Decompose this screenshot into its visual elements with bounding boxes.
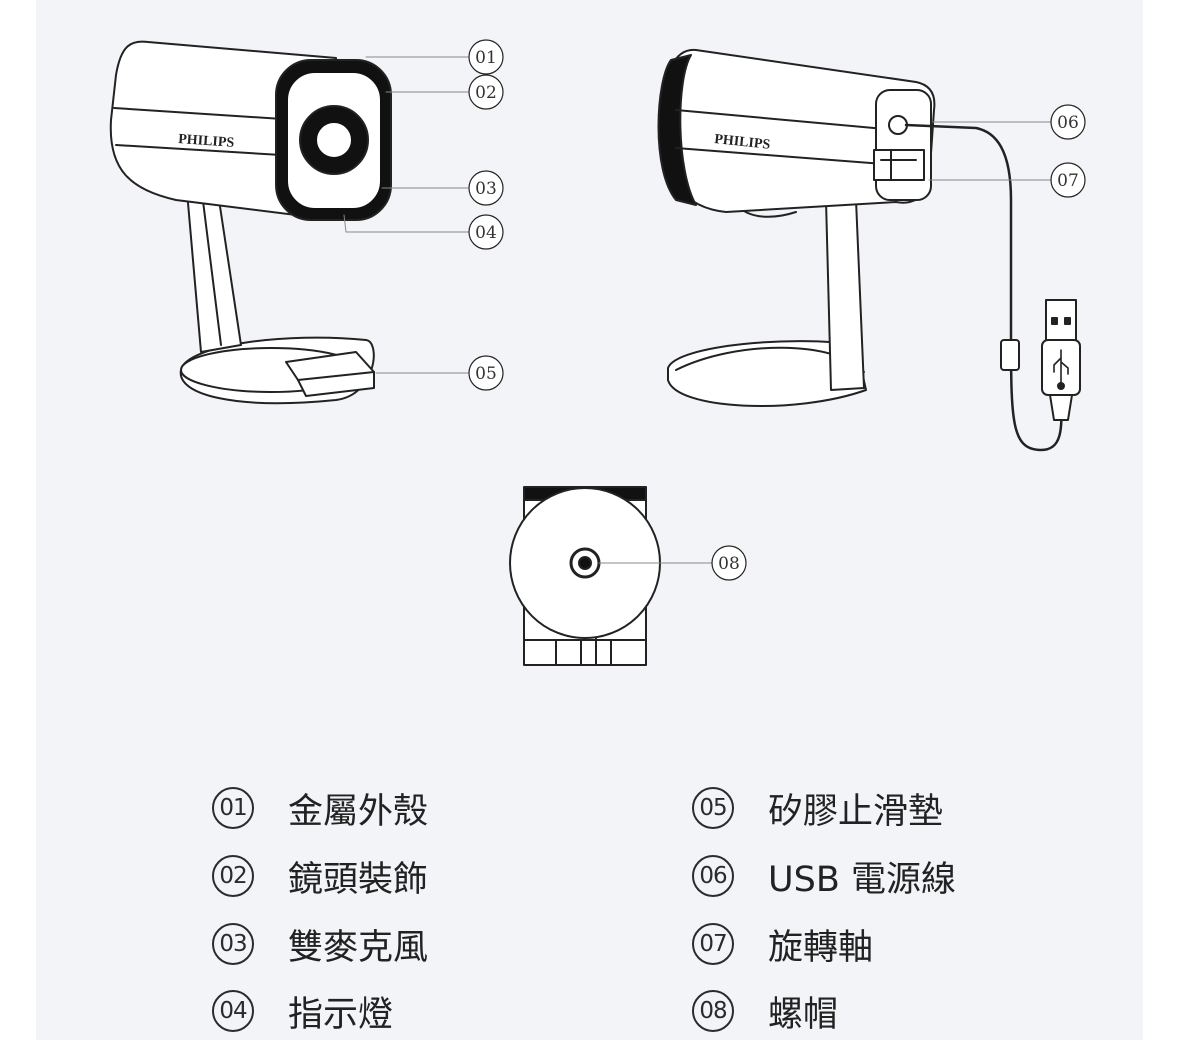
legend-number-badge: 04 (212, 990, 254, 1032)
svg-text:06: 06 (1057, 113, 1079, 133)
svg-text:04: 04 (475, 223, 497, 243)
front-brand-logo: PHILIPS (178, 132, 235, 151)
legend-label: 金屬外殼 (288, 791, 429, 832)
webcam-diagram: PHILIPS PHILIPS (109, 39, 1086, 666)
legend-number-badge: 03 (212, 923, 254, 965)
legend-number-badge: 02 (212, 855, 254, 897)
product-diagram-panel: PHILIPS PHILIPS (36, 0, 1143, 1040)
svg-text:05: 05 (475, 364, 497, 384)
legend-label: 旋轉軸 (768, 927, 874, 968)
legend-label: 螺帽 (768, 994, 839, 1035)
callout-04: 04 (468, 214, 504, 250)
callout-01: 01 (468, 39, 504, 75)
legend-number-badge: 07 (692, 923, 734, 965)
legend-label: USB 電源線 (768, 859, 956, 900)
swivel-joint (873, 149, 925, 181)
legend-label: 指示燈 (288, 994, 394, 1035)
legend-label: 矽膠止滑墊 (768, 791, 944, 832)
callout-05: 05 (468, 355, 504, 391)
svg-text:01: 01 (475, 48, 497, 68)
legend-item-04: 04 指示燈 (212, 986, 393, 1036)
legend-item-02: 02 鏡頭裝飾 (212, 851, 428, 901)
usb-cable (904, 123, 1063, 452)
callout-07: 07 (1050, 162, 1086, 198)
legend-number-badge: 08 (692, 990, 734, 1032)
rear-stand (825, 199, 865, 391)
svg-text:08: 08 (718, 554, 740, 574)
legend-item-07: 07 旋轉軸 (692, 919, 873, 969)
svg-text:02: 02 (475, 83, 497, 103)
svg-text:03: 03 (475, 179, 497, 199)
legend-item-06: 06 USB 電源線 (692, 851, 956, 901)
rear-view-webcam: PHILIPS (657, 48, 1081, 452)
rear-base (667, 340, 867, 408)
bottom-view-webcam (509, 486, 713, 666)
callout-08: 08 (711, 545, 747, 581)
rear-brand-logo: PHILIPS (714, 132, 771, 153)
callout-03: 03 (468, 170, 504, 206)
legend-number-badge: 05 (692, 787, 734, 829)
callout-02: 02 (468, 74, 504, 110)
legend-label: 鏡頭裝飾 (288, 859, 429, 900)
legend-item-05: 05 矽膠止滑墊 (692, 783, 943, 833)
legend-item-01: 01 金屬外殼 (212, 783, 428, 833)
legend-number-badge: 06 (692, 855, 734, 897)
legend-label: 雙麥克風 (288, 927, 429, 968)
svg-text:07: 07 (1057, 171, 1079, 191)
usb-plug (1041, 299, 1081, 421)
callout-06: 06 (1050, 104, 1086, 140)
legend-number-badge: 01 (212, 787, 254, 829)
usb-port (888, 115, 908, 135)
legend-item-03: 03 雙麥克風 (212, 919, 428, 969)
front-view-webcam: PHILIPS (109, 40, 469, 405)
legend-item-08: 08 螺帽 (692, 986, 838, 1036)
